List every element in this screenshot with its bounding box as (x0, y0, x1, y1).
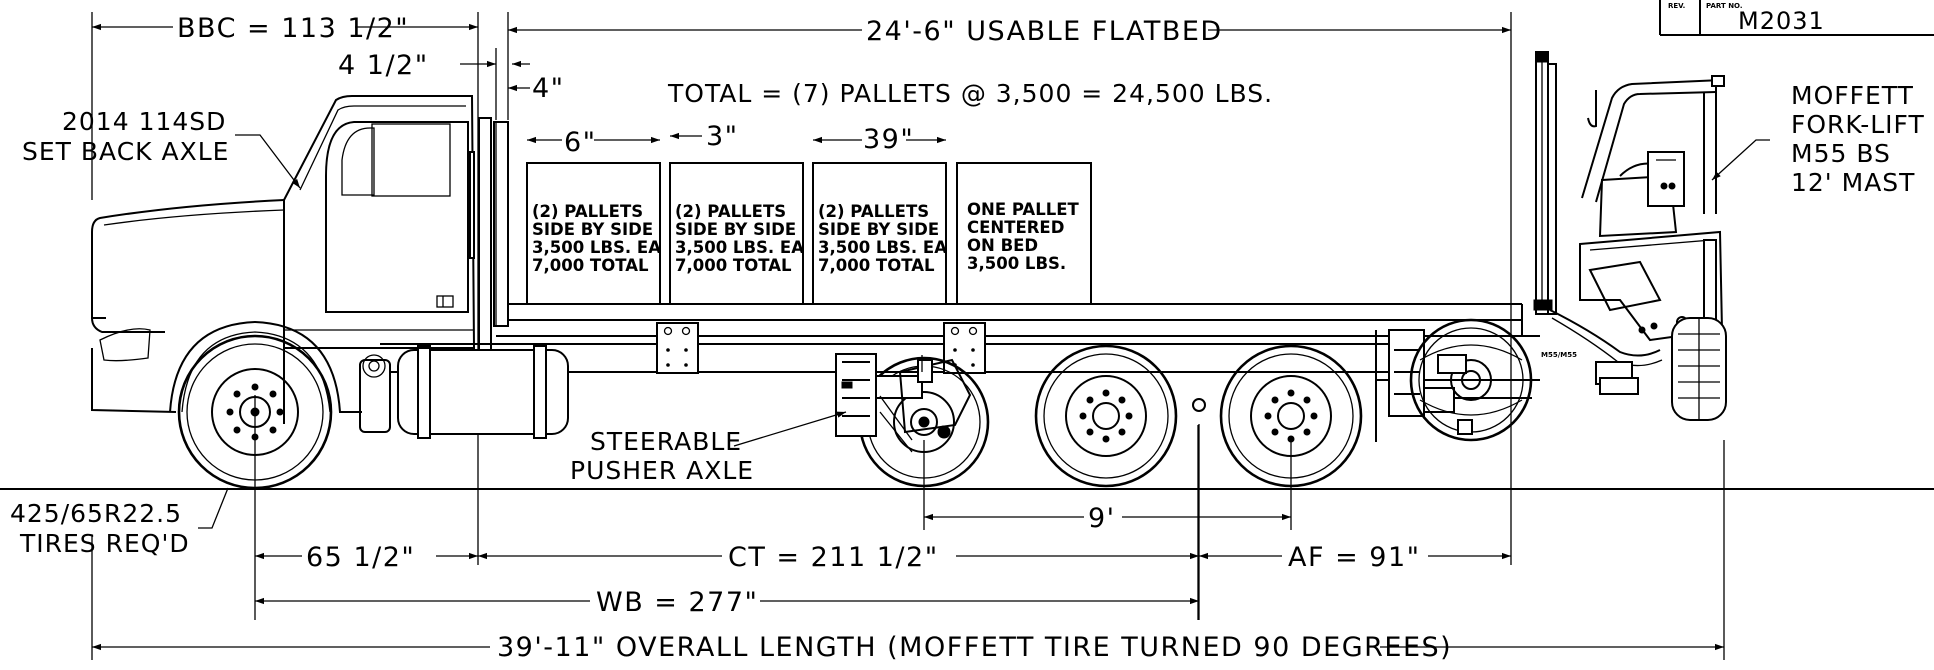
front-wheel (177, 334, 333, 490)
pallet-group-2: (2) PALLETS SIDE BY SIDE 3,500 LBS. EA 7… (675, 202, 804, 275)
callout-forklift-line-2: FORK-LIFT (1791, 110, 1925, 139)
dim-gap-2: 3" (706, 121, 739, 152)
callout-pusher-line-2: PUSHER AXLE (570, 456, 754, 485)
forklift-badge: M55/M55 (1541, 351, 1577, 359)
callout-forklift-line-1: MOFFETT (1791, 81, 1914, 110)
dim-gap-1: 6" (564, 127, 597, 158)
callout-leaders (198, 134, 1770, 529)
callout-pusher-line-1: STEERABLE (590, 427, 742, 456)
tandem-wheel-front (1034, 344, 1178, 488)
callout-forklift-line-4: 12' MAST (1791, 168, 1915, 197)
callout-axle-line-1: 2014 114SD (62, 107, 226, 136)
pallet-3-line-1: (2) PALLETS (818, 202, 929, 221)
pallet-2-line-3: 3,500 LBS. EA (675, 238, 804, 257)
callout-tires-line-2: TIRES REQ'D (19, 529, 190, 558)
dim-usable-flatbed: 24'-6" USABLE FLATBED (866, 16, 1223, 47)
fuel-tank (359, 345, 569, 439)
dim-cab-gap: 4 1/2" (338, 50, 429, 81)
pallet-group-4: ONE PALLET CENTERED ON BED 3,500 LBS. (967, 200, 1079, 273)
pallet-4-line-1: ONE PALLET (967, 200, 1079, 219)
dim-axle-front: 65 1/2" (306, 542, 415, 573)
part-number: M2031 (1738, 7, 1825, 35)
callout-tires-line-1: 425/65R22.5 (10, 499, 182, 528)
pallet-3-line-3: 3,500 LBS. EA (818, 238, 947, 257)
total-pallets: TOTAL = (7) PALLETS @ 3,500 = 24,500 LBS… (667, 79, 1273, 108)
truck-cab (91, 95, 476, 424)
dimension-lines (92, 23, 1724, 651)
rev-label: REV. (1668, 2, 1685, 10)
title-block: REV. PART NO. M2031 (1659, 0, 1934, 36)
moffett-forklift: M55/M55 (1533, 51, 1727, 421)
frame-rails (380, 322, 1390, 442)
pallet-1-line-3: 3,500 LBS. EA (532, 238, 661, 257)
tandem-center-pivot (1192, 398, 1206, 412)
pallet-group-1: (2) PALLETS SIDE BY SIDE 3,500 LBS. EA 7… (532, 202, 661, 275)
dim-ct: CT = 211 1/2" (728, 542, 939, 573)
pallet-2-line-2: SIDE BY SIDE (675, 220, 796, 239)
dim-wheelbase: WB = 277" (596, 587, 758, 618)
dim-overall-length: 39'-11" OVERALL LENGTH (MOFFETT TIRE TUR… (497, 632, 1452, 663)
pallet-3-line-2: SIDE BY SIDE (818, 220, 939, 239)
pallet-4-line-4: 3,500 LBS. (967, 254, 1066, 273)
pallet-1-line-2: SIDE BY SIDE (532, 220, 653, 239)
callout-axle-line-2: SET BACK AXLE (22, 137, 229, 166)
part-label: PART NO. (1706, 2, 1743, 10)
dim-tandem-spread: 9' (1088, 503, 1116, 534)
forklift-mount (1376, 318, 1540, 442)
flatbed (478, 117, 1540, 359)
pusher-axle (835, 353, 990, 488)
dim-bbc: BBC = 113 1/2" (177, 13, 409, 44)
dim-gap-3: 39" (863, 124, 914, 155)
pallet-4-line-2: CENTERED (967, 218, 1064, 237)
pallet-4-line-3: ON BED (967, 236, 1038, 255)
pallet-group-3: (2) PALLETS SIDE BY SIDE 3,500 LBS. EA 7… (818, 202, 947, 275)
pallet-1-line-1: (2) PALLETS (532, 202, 643, 221)
tandem-wheel-rear (1219, 344, 1363, 488)
pallet-2-line-1: (2) PALLETS (675, 202, 786, 221)
pallet-3-line-4: 7,000 TOTAL (818, 256, 935, 275)
dim-bulkhead: 4" (532, 73, 565, 104)
callout-forklift-line-3: M55 BS (1791, 139, 1891, 168)
dim-af: AF = 91" (1288, 542, 1421, 573)
pallet-stack (526, 162, 1092, 305)
pallet-1-line-4: 7,000 TOTAL (532, 256, 649, 275)
pallet-2-line-4: 7,000 TOTAL (675, 256, 792, 275)
